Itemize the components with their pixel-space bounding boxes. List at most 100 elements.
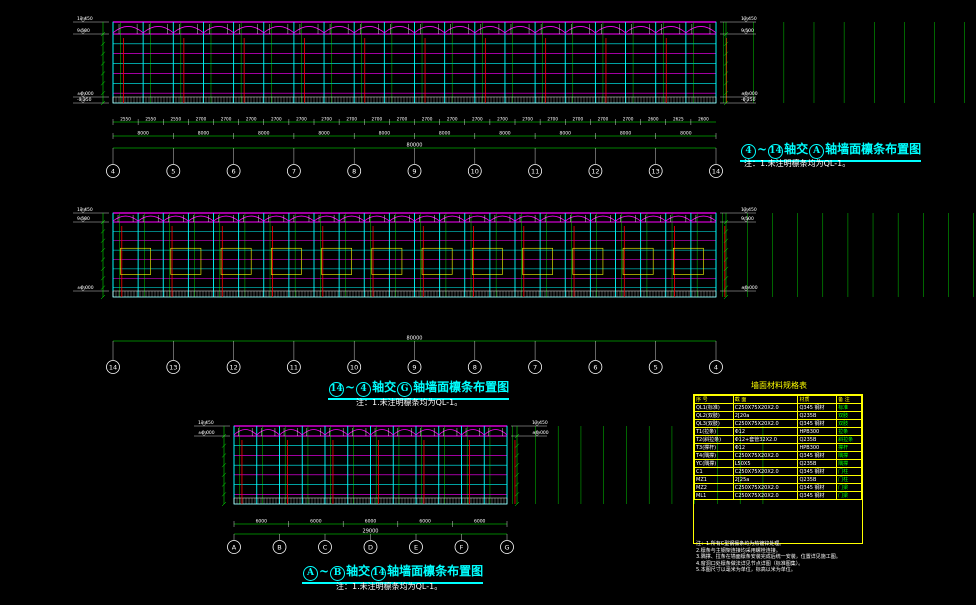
axis-label: 14 bbox=[109, 364, 117, 372]
roof-brace bbox=[313, 215, 340, 222]
axis-bubble bbox=[347, 164, 362, 178]
spec-table-cell: C250X75X20X2.0 bbox=[732, 403, 799, 412]
roof-brace bbox=[504, 26, 536, 34]
axis-bubble bbox=[407, 360, 422, 374]
level-marker bbox=[533, 421, 541, 427]
spec-table-cell: MZ2 bbox=[694, 483, 734, 492]
dim-tick bbox=[723, 238, 729, 243]
axis-label: 5 bbox=[171, 168, 175, 176]
spec-table-cell: Φ12 bbox=[732, 443, 799, 452]
axis-bubble-g: G bbox=[397, 382, 413, 397]
spec-note-line: 5.本图尺寸以毫米为单位，标高以米为单位。 bbox=[696, 567, 796, 573]
dim-tick bbox=[100, 266, 106, 272]
level-marker bbox=[200, 421, 208, 427]
axis-label: 11 bbox=[290, 364, 298, 372]
spec-table-cell: 标准 bbox=[836, 403, 862, 412]
window-opening bbox=[170, 247, 202, 275]
spec-table-cell: HPB300 bbox=[797, 443, 838, 452]
dimension-value: 6000 bbox=[256, 519, 268, 525]
axis-label: G bbox=[504, 544, 509, 552]
axis-label: B bbox=[277, 544, 281, 552]
level-marker bbox=[79, 29, 87, 35]
dimension-value: 2700 bbox=[397, 117, 408, 122]
axis-bubble bbox=[588, 360, 603, 374]
dim-tick bbox=[100, 81, 106, 86]
dim-tick bbox=[723, 81, 729, 86]
elevation-label: ±0.000 bbox=[77, 285, 94, 291]
dim-tick bbox=[514, 472, 520, 478]
axis-bubble bbox=[648, 360, 663, 374]
dim-tick bbox=[723, 31, 729, 37]
roof-brace bbox=[347, 429, 371, 436]
dimension-value: 8000 bbox=[439, 131, 451, 137]
roof-brace bbox=[414, 215, 440, 222]
axis-label: 7 bbox=[292, 168, 296, 176]
dim-tick bbox=[100, 257, 106, 262]
dimension-value: 6000 bbox=[419, 519, 431, 525]
axis-label: 10 bbox=[350, 364, 358, 372]
dim-tick bbox=[723, 219, 729, 225]
axis-label: 6 bbox=[232, 168, 236, 176]
window-opening bbox=[672, 247, 704, 275]
elevation-label: 9.500 bbox=[77, 216, 90, 222]
dim-tick bbox=[100, 90, 106, 96]
dimension-value: 8000 bbox=[198, 131, 210, 137]
dimension-value: 6000 bbox=[474, 519, 486, 525]
axis-label: 7 bbox=[533, 364, 537, 372]
level-marker bbox=[742, 217, 750, 223]
roof-brace bbox=[665, 215, 692, 222]
dimension-value: 8000 bbox=[680, 131, 692, 137]
elevation-label: 9.500 bbox=[741, 28, 754, 34]
axis-label: 8 bbox=[352, 168, 356, 176]
spec-table-cell: 门柱 bbox=[836, 475, 862, 484]
elevation-label: 13.450 bbox=[741, 207, 757, 213]
spec-table-notes: 注：1.所有C型钢檩条均为热镀锌处理。 2.檩条与主钢架连接均采用螺栓连接。 3… bbox=[696, 541, 841, 574]
title-suffix: 轴墙面檩条布置图 bbox=[825, 142, 922, 156]
title-mid: 轴交 bbox=[346, 564, 371, 578]
spec-table-cell: 门柱 bbox=[836, 467, 862, 476]
header-cell: 截 面 bbox=[732, 395, 799, 404]
title-mid: 轴交 bbox=[784, 142, 809, 156]
axis-label: A bbox=[232, 544, 237, 552]
level-marker bbox=[742, 286, 750, 292]
roof-brace bbox=[464, 215, 491, 222]
axis-label: 13 bbox=[652, 168, 660, 176]
dim-tick bbox=[723, 257, 729, 262]
dim-tick bbox=[514, 501, 520, 507]
dim-tick bbox=[100, 61, 106, 66]
dim-tick bbox=[221, 462, 227, 468]
level-marker bbox=[79, 98, 87, 104]
roof-brace bbox=[595, 26, 626, 34]
dim-tick bbox=[723, 229, 729, 234]
header-cell: 备 注 bbox=[836, 395, 862, 404]
title-suffix: 轴墙面檩条布置图 bbox=[413, 380, 510, 394]
roof-brace bbox=[338, 215, 365, 222]
axis-bubble bbox=[467, 360, 482, 374]
roof-brace bbox=[137, 215, 164, 222]
dimension-value: 6000 bbox=[365, 519, 377, 525]
roof-brace bbox=[233, 429, 258, 436]
axis-bubble-a: A bbox=[303, 566, 318, 581]
roof-brace bbox=[263, 215, 290, 222]
elevation-label: -0.250 bbox=[741, 97, 756, 103]
roof-brace bbox=[534, 26, 566, 34]
roof-brace bbox=[414, 26, 445, 34]
axis-label: 13 bbox=[169, 364, 177, 372]
axis-bubble bbox=[500, 540, 514, 554]
axis-label: E bbox=[414, 544, 418, 552]
axis-bubble bbox=[363, 540, 378, 554]
dim-tick bbox=[723, 71, 729, 76]
roof-brace bbox=[439, 215, 466, 222]
material-spec-table-title: 墙面材料规格表 bbox=[751, 381, 807, 390]
axis-bubble bbox=[709, 164, 723, 178]
spec-table-cell: T3(撑杆) bbox=[694, 443, 734, 452]
spec-note-line: 4.窗洞口处檩条做法详见节点详图（标准图集）。 bbox=[696, 560, 804, 567]
dim-tick bbox=[723, 276, 729, 281]
roof-brace bbox=[112, 26, 144, 34]
spec-table-cell: YC(隅撑) bbox=[694, 459, 734, 468]
spec-table-cell: Φ12 bbox=[732, 427, 799, 436]
